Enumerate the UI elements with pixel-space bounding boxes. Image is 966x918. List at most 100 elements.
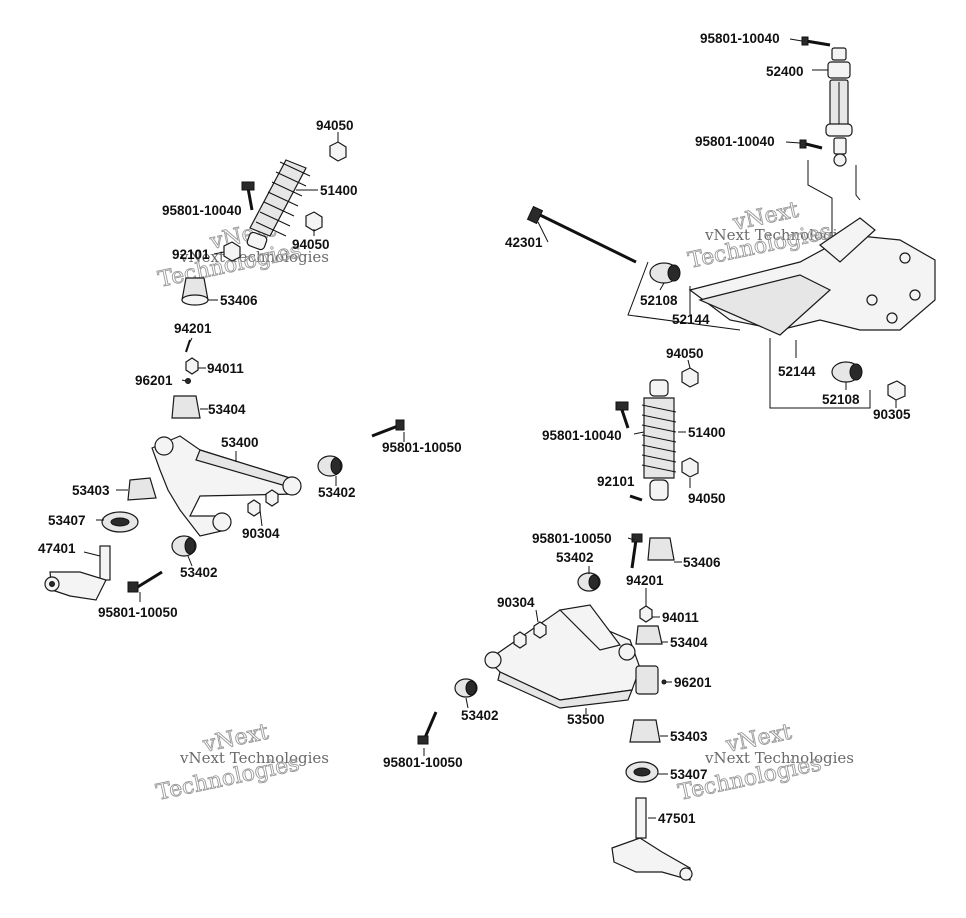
leader-line bbox=[855, 165, 861, 201]
part-number-labels: 95801-10040 52400 95801-10040 94050 5140… bbox=[38, 31, 911, 826]
label-52108: 52108 bbox=[822, 392, 860, 407]
label-53404: 53404 bbox=[670, 635, 708, 650]
part-95801-10040-bolt-mid bbox=[799, 139, 823, 150]
label-95801-10040: 95801-10040 bbox=[162, 203, 242, 218]
label-53406: 53406 bbox=[683, 555, 721, 570]
label-53402: 53402 bbox=[556, 550, 594, 565]
part-95801-10040-bolt-right bbox=[615, 401, 630, 429]
label-95801-10040: 95801-10040 bbox=[542, 428, 622, 443]
watermark-text: vNext Technologies bbox=[179, 248, 329, 266]
part-53406-boot-left bbox=[181, 277, 209, 306]
part-94050-nut-right-top bbox=[681, 367, 699, 388]
part-52400-rear-shock bbox=[825, 47, 853, 167]
label-95801-10050: 95801-10050 bbox=[532, 531, 612, 546]
part-51400-front-shock-left bbox=[246, 159, 311, 251]
part-92101-spacer-left bbox=[223, 241, 241, 262]
label-53402: 53402 bbox=[461, 708, 499, 723]
label-52400: 52400 bbox=[766, 64, 804, 79]
part-53500-a-arm-right bbox=[484, 604, 641, 709]
label-94050: 94050 bbox=[292, 237, 330, 252]
label-42301: 42301 bbox=[505, 235, 543, 250]
part-92101-spacer-right bbox=[629, 494, 643, 502]
label-53402: 53402 bbox=[318, 485, 356, 500]
label-53404: 53404 bbox=[208, 402, 246, 417]
label-53406: 53406 bbox=[220, 293, 258, 308]
label-52108: 52108 bbox=[640, 293, 678, 308]
label-51400: 51400 bbox=[320, 183, 358, 198]
label-51400: 51400 bbox=[688, 425, 726, 440]
label-52144: 52144 bbox=[672, 312, 710, 327]
label-47501: 47501 bbox=[658, 811, 696, 826]
label-53407: 53407 bbox=[670, 767, 708, 782]
bracket-line bbox=[769, 338, 871, 409]
part-53402-bushing-left-top bbox=[317, 455, 343, 477]
part-95801-10050-bolt-left-top bbox=[371, 419, 405, 438]
part-53402-bushing-left-bottom bbox=[171, 535, 197, 557]
part-53400-a-arm-left bbox=[151, 435, 302, 537]
part-95801-10050-bolt-left-bottom bbox=[127, 570, 163, 593]
part-frame-swingarm bbox=[688, 217, 936, 336]
label-90304: 90304 bbox=[242, 526, 280, 541]
label-94050: 94050 bbox=[316, 118, 354, 133]
label-95801-10040: 95801-10040 bbox=[695, 134, 775, 149]
label-94050: 94050 bbox=[688, 491, 726, 506]
part-90304-nut-right bbox=[513, 621, 547, 649]
part-95801-10040-bolt-left bbox=[241, 181, 255, 211]
watermark-top-right: vNext Technologies vNext Technologies bbox=[686, 197, 854, 274]
label-53407: 53407 bbox=[48, 513, 86, 528]
part-53402-bushing-right-bottom bbox=[454, 678, 478, 698]
part-53402-bushing-right-top bbox=[577, 572, 601, 592]
part-52108-bushing-b bbox=[831, 361, 863, 383]
label-92101: 92101 bbox=[597, 474, 635, 489]
part-42301-long-bolt bbox=[526, 205, 637, 264]
label-53403: 53403 bbox=[670, 729, 708, 744]
bracket-line bbox=[627, 261, 741, 331]
label-94050: 94050 bbox=[666, 346, 704, 361]
part-52108-bushing-a bbox=[649, 262, 681, 284]
label-47401: 47401 bbox=[38, 541, 76, 556]
label-94011: 94011 bbox=[662, 610, 699, 625]
part-51400-front-shock-right bbox=[641, 379, 677, 501]
label-96201: 96201 bbox=[674, 675, 712, 690]
part-47501-knuckle-right bbox=[611, 797, 693, 881]
label-95801-10050: 95801-10050 bbox=[382, 440, 462, 455]
label-94201: 94201 bbox=[174, 321, 212, 336]
part-90304-nut-left bbox=[247, 489, 279, 517]
leader-lines bbox=[83, 38, 897, 819]
part-96201-pin-left bbox=[185, 378, 191, 384]
part-53404-cap-right bbox=[635, 625, 663, 645]
watermark-bottom-left: vNext Technologies vNext Technologies bbox=[154, 719, 329, 806]
part-94050-nut-left-top bbox=[329, 141, 347, 162]
label-53402: 53402 bbox=[180, 565, 218, 580]
part-47401-knuckle-left bbox=[44, 545, 111, 601]
watermark-text: vNext Technologies bbox=[179, 749, 329, 767]
label-53500: 53500 bbox=[567, 712, 605, 727]
part-95801-10040-bolt-top bbox=[801, 36, 831, 47]
label-53400: 53400 bbox=[221, 435, 259, 450]
part-53406-boot-right bbox=[647, 537, 675, 561]
part-90305-nut bbox=[887, 380, 906, 401]
label-94201: 94201 bbox=[626, 573, 664, 588]
watermark-text: vNext Technologies bbox=[704, 226, 854, 244]
leader-line bbox=[807, 160, 833, 240]
label-95801-10050: 95801-10050 bbox=[383, 755, 463, 770]
part-53403-cup-right bbox=[629, 719, 661, 743]
label-96201: 96201 bbox=[135, 373, 173, 388]
label-95801-10050: 95801-10050 bbox=[98, 605, 178, 620]
label-95801-10040: 95801-10040 bbox=[700, 31, 780, 46]
part-53407-seal-right bbox=[625, 761, 659, 783]
part-94050-nut-right-bottom bbox=[681, 457, 699, 478]
label-92101: 92101 bbox=[172, 247, 210, 262]
label-53403: 53403 bbox=[72, 483, 110, 498]
part-94011-nut-left bbox=[185, 357, 199, 375]
part-53404-cap-left bbox=[171, 395, 201, 419]
label-90304: 90304 bbox=[497, 595, 535, 610]
part-94050-nut-left-bottom bbox=[305, 211, 323, 232]
label-90305: 90305 bbox=[873, 407, 911, 422]
part-94201-pin-left bbox=[185, 339, 191, 353]
part-94011-nut-right bbox=[639, 605, 653, 623]
part-53403-cup-left bbox=[127, 477, 157, 501]
part-ball-joint-right bbox=[635, 665, 667, 695]
label-52144: 52144 bbox=[778, 364, 816, 379]
